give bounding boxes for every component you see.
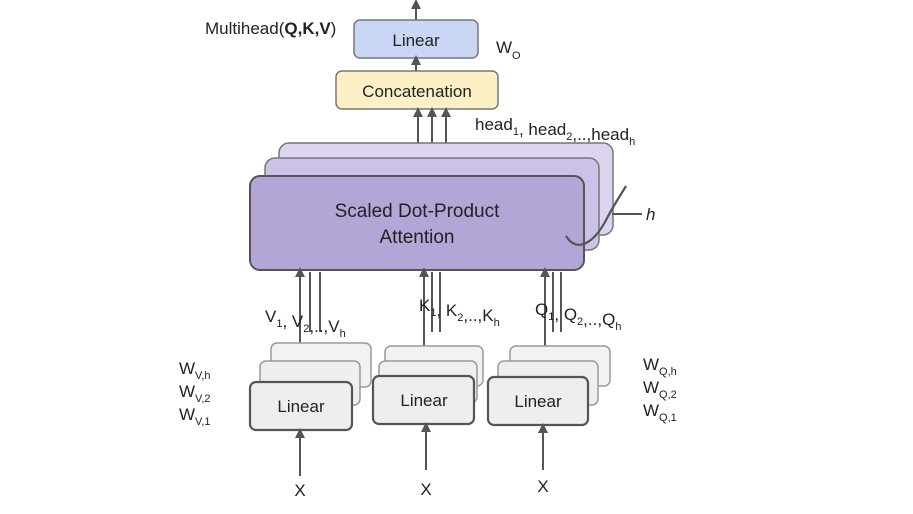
q-heads-label: Q1, Q2,..,Qh bbox=[535, 300, 621, 333]
label-subscript: h bbox=[615, 321, 621, 333]
label-separator: , bbox=[436, 301, 445, 320]
label-subscript: 1 bbox=[513, 126, 519, 138]
concat-label: Concatenation bbox=[362, 82, 472, 101]
label-subscript: 1 bbox=[548, 311, 554, 323]
label-subscript: h bbox=[340, 328, 346, 340]
label-base: K bbox=[482, 306, 494, 325]
attention-stack: Scaled Dot-Product Attention bbox=[249, 142, 614, 271]
label-base: head bbox=[528, 120, 566, 139]
label-subscript: 2 bbox=[303, 323, 309, 335]
wo-label: WO bbox=[496, 38, 521, 62]
label-subscript: h bbox=[494, 317, 500, 329]
label-base: head bbox=[475, 115, 513, 134]
label-base: V bbox=[328, 317, 340, 336]
label-subscript: 1 bbox=[430, 307, 436, 319]
v-linear-label: Linear bbox=[277, 397, 325, 416]
wq-labels: WQ,hWQ,2WQ,1 bbox=[643, 355, 677, 424]
label-base: V bbox=[265, 307, 277, 326]
label-separator: , bbox=[282, 312, 291, 331]
v-linear-stack: Linear bbox=[248, 342, 372, 432]
label-subscript: 1 bbox=[276, 318, 282, 330]
weight-label: WV,1 bbox=[179, 405, 211, 428]
weight-label: WV,h bbox=[179, 359, 211, 382]
weight-label: WQ,h bbox=[643, 355, 677, 378]
output-label: Multihead(Q,K,V) bbox=[205, 19, 336, 38]
label-separator: ,.., bbox=[583, 310, 602, 329]
weight-label: WV,2 bbox=[179, 382, 211, 405]
label-subscript: 2 bbox=[566, 131, 572, 143]
label-separator: , bbox=[519, 120, 528, 139]
label-separator: , bbox=[554, 305, 563, 324]
label-separator: ,.., bbox=[572, 125, 591, 144]
x-k-input: X bbox=[420, 480, 431, 499]
label-subscript: h bbox=[629, 136, 635, 148]
label-base: K bbox=[419, 296, 431, 315]
x-v-input: X bbox=[294, 481, 305, 500]
k-linear-stack: Linear bbox=[371, 345, 484, 426]
top-linear-block: Linear bbox=[353, 19, 479, 59]
q-linear-stack: Linear bbox=[486, 345, 611, 427]
label-base: Q bbox=[535, 300, 548, 319]
label-subscript: 2 bbox=[577, 316, 583, 328]
weight-label: WQ,2 bbox=[643, 378, 677, 401]
q-linear-label: Linear bbox=[514, 392, 562, 411]
v-heads-label: V1, V2,..,Vh bbox=[265, 307, 346, 340]
label-base: Q bbox=[564, 305, 577, 324]
h-label: h bbox=[646, 205, 655, 224]
attention-box bbox=[249, 175, 585, 271]
label-subscript: 2 bbox=[457, 312, 463, 324]
attention-label-line1: Scaled Dot-Product bbox=[335, 201, 500, 222]
attention-label-line2: Attention bbox=[380, 227, 455, 248]
concat-block: Concatenation bbox=[335, 70, 499, 110]
label-base: V bbox=[292, 312, 304, 331]
k-linear-label: Linear bbox=[400, 391, 448, 410]
label-base: Q bbox=[602, 310, 615, 329]
label-separator: ,.., bbox=[463, 306, 482, 325]
label-base: K bbox=[446, 301, 458, 320]
top-linear-label: Linear bbox=[392, 31, 440, 50]
h-brace bbox=[565, 185, 627, 246]
wv-labels: WV,hWV,2WV,1 bbox=[179, 359, 211, 428]
label-separator: ,.., bbox=[309, 317, 328, 336]
heads-label: head1, head2,..,headh bbox=[475, 115, 635, 148]
label-base: head bbox=[591, 125, 629, 144]
x-q-input: X bbox=[537, 477, 548, 496]
k-heads-label: K1, K2,..,Kh bbox=[419, 296, 500, 329]
weight-label: WQ,1 bbox=[643, 401, 677, 424]
